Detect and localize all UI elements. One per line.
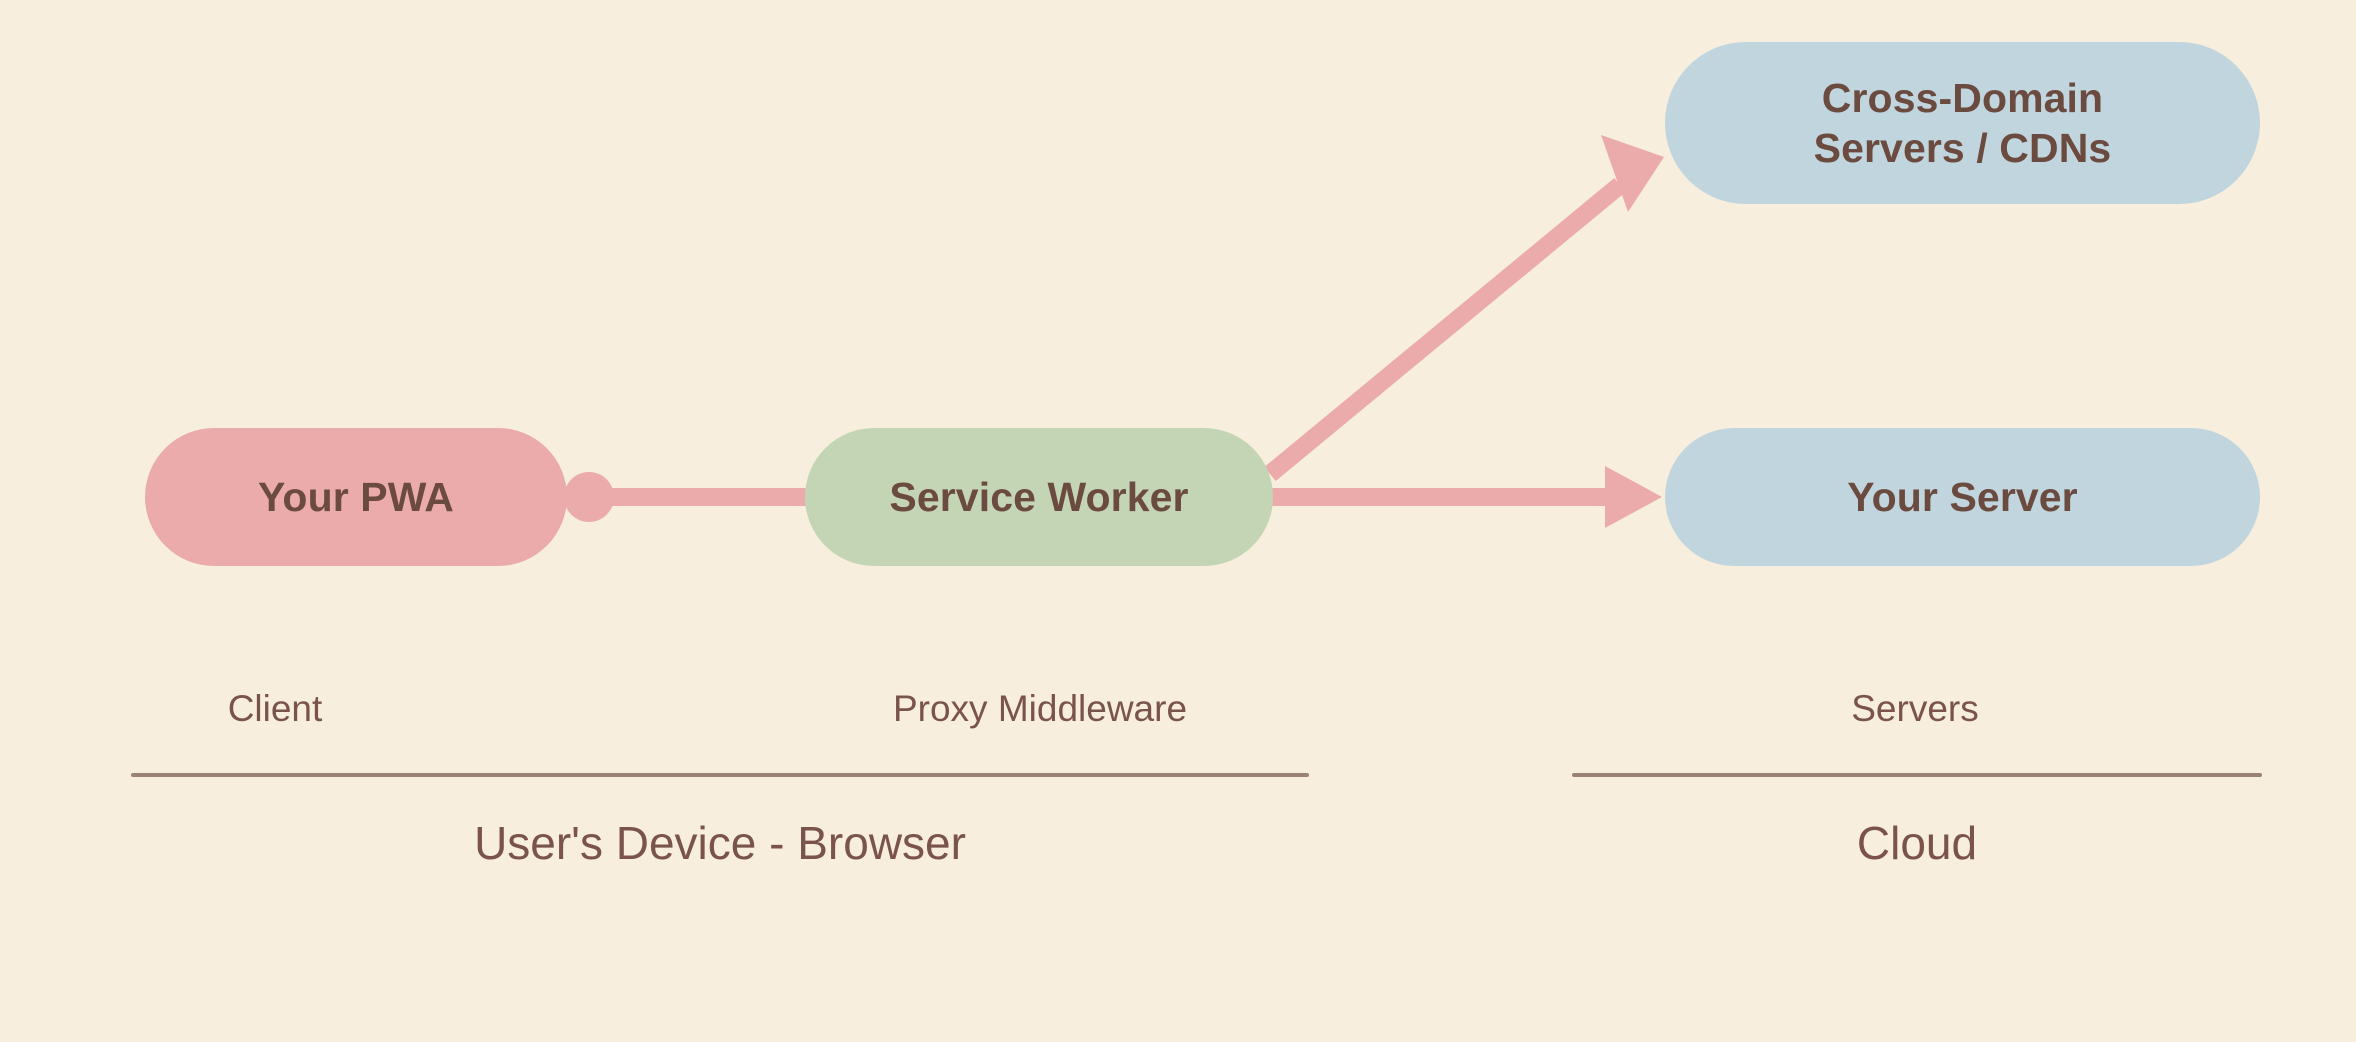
node-cross-domain-servers[interactable]: Cross-Domain Servers / CDNs [1665,42,2260,204]
zone-label-proxy-middleware: Proxy Middleware [892,688,1188,729]
node-your-server[interactable]: Your Server [1665,428,2260,566]
arrowhead-icon-sw-server [1605,466,1662,528]
zone-divider-device [131,773,1309,777]
node-your-pwa-label: Your PWA [258,473,454,520]
zone-title-users-device-browser: User's Device - Browser [474,817,966,869]
circle-dot-marker-icon [564,472,614,522]
connector-service-worker-to-cross-domain [1264,135,1664,481]
zone-label-servers: Servers [1851,688,1979,729]
zone-title-cloud: Cloud [1856,817,1978,869]
zone-label-client: Client [227,688,323,729]
node-your-server-label: Your Server [1847,473,2078,520]
arrowhead-icon-sw-crossdomain [1601,135,1664,212]
node-your-pwa[interactable]: Your PWA [145,428,567,566]
connector-service-worker-to-your-server [1265,466,1662,528]
connector-pwa-to-service-worker [564,472,812,522]
node-service-worker-label: Service Worker [889,473,1189,520]
node-service-worker[interactable]: Service Worker [805,428,1273,566]
connector-line-sw-crossdomain [1264,178,1626,481]
zone-divider-cloud [1572,773,2262,777]
node-cross-domain-servers-label: Cross-Domain Servers / CDNs [1813,74,2112,171]
